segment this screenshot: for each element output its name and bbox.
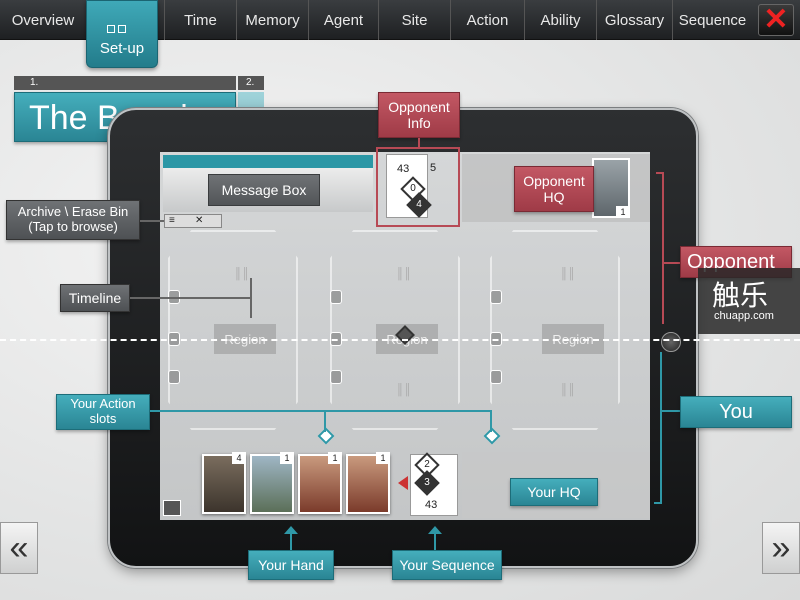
opponent-card-value: 43 [397,163,410,175]
region-frame-2 [330,230,460,430]
tab-site[interactable]: Site [378,0,450,40]
arrow-up-icon [428,526,442,534]
player-divider [0,339,800,341]
callout-your-sequence: Your Sequence [392,550,502,580]
sequence-arrow-icon [398,476,408,490]
you-bracket [654,502,662,504]
hand-card-2[interactable]: 1 [250,452,294,514]
step-2-bar[interactable]: 2. [238,76,264,90]
timeline-slot[interactable] [330,290,342,304]
timeline-slot[interactable] [330,370,342,384]
watermark-title: 触乐 [712,279,769,312]
callout-action-slots: Your Action slots [56,394,150,430]
tab-ability[interactable]: Ability [524,0,596,40]
tab-overview[interactable]: Overview [11,11,75,29]
tab-time[interactable]: Time [164,0,236,40]
callout-line [150,410,490,412]
opponent-bracket [662,172,664,324]
hand-card-badge: 4 [232,452,246,464]
opponent-bracket [656,172,664,174]
opponent-hq-card[interactable]: 1 [592,158,630,218]
region-frame-3 [490,230,620,430]
region-frame-1 [168,230,298,430]
opponent-side-value: 5 [430,162,437,174]
timeline-slot[interactable] [490,290,502,304]
hand-card-badge: 1 [280,452,294,464]
close-icon: ✕ [763,3,789,36]
watermark-url: chuapp.com [714,310,774,322]
site-icon: ║║ [396,268,412,280]
site-icon: ║║ [234,268,250,280]
hand-card-badge: 1 [328,452,342,464]
erase-icon: ✕ [195,215,204,226]
callout-line [490,410,492,432]
sequence-count: 43 [425,499,438,511]
callout-archive: Archive \ Erase Bin (Tap to browse) [6,200,140,240]
timeline-slot[interactable] [490,370,502,384]
tab-agent[interactable]: Agent [308,0,378,40]
double-chevron-left-icon: « [9,528,29,567]
callout-opponent-info: Opponent Info [378,92,460,138]
tab-sequence[interactable]: Sequence [672,0,752,40]
close-button[interactable]: ✕ [758,4,794,36]
deck-icon[interactable] [163,500,181,516]
step-1-bar: 1. [14,76,236,90]
message-box[interactable]: Message Box [208,174,320,206]
watermark: 触乐 chuapp.com [698,268,800,334]
setup-icon [107,25,129,35]
tab-setup-label: Set-up [99,40,145,57]
list-icon: ≡ [169,215,175,226]
hand-card-1[interactable]: 4 [202,452,246,514]
callout-line [130,297,252,299]
callout-opponent-hq: Opponent HQ [514,166,594,212]
next-page-button[interactable]: » [762,522,800,574]
callout-line [140,220,164,222]
tab-glossary[interactable]: Glossary [596,0,672,40]
archive-bin[interactable]: ≡ ✕ [164,214,222,228]
tab-action[interactable]: Action [450,0,524,40]
tab-setup[interactable]: Set-up [86,0,158,68]
callout-you: You [680,396,792,428]
double-chevron-right-icon: » [771,528,791,567]
site-icon: ║║ [560,268,576,280]
opponent-hq-count: 1 [616,206,630,218]
hand-card-3[interactable]: 1 [298,452,342,514]
you-bracket [660,410,680,412]
callout-line [324,410,326,432]
you-bracket [660,352,662,504]
message-bar [163,155,373,168]
callout-line [418,138,420,148]
timeline-slot[interactable] [168,370,180,384]
callout-line [250,278,252,318]
hand-card-4[interactable]: 1 [346,452,390,514]
opponent-bracket [662,262,680,264]
callout-timeline: Timeline [60,284,130,312]
opponent-info-frame [376,147,460,227]
callout-line [290,530,292,550]
tab-memory[interactable]: Memory [236,0,308,40]
hand-card-badge: 1 [376,452,390,464]
site-icon: ║║ [396,384,412,396]
callout-your-hq: Your HQ [510,478,598,506]
callout-line [434,530,436,550]
callout-your-hand: Your Hand [248,550,334,580]
home-button [661,332,681,352]
arrow-up-icon [284,526,298,534]
prev-page-button[interactable]: « [0,522,38,574]
site-icon: ║║ [560,384,576,396]
